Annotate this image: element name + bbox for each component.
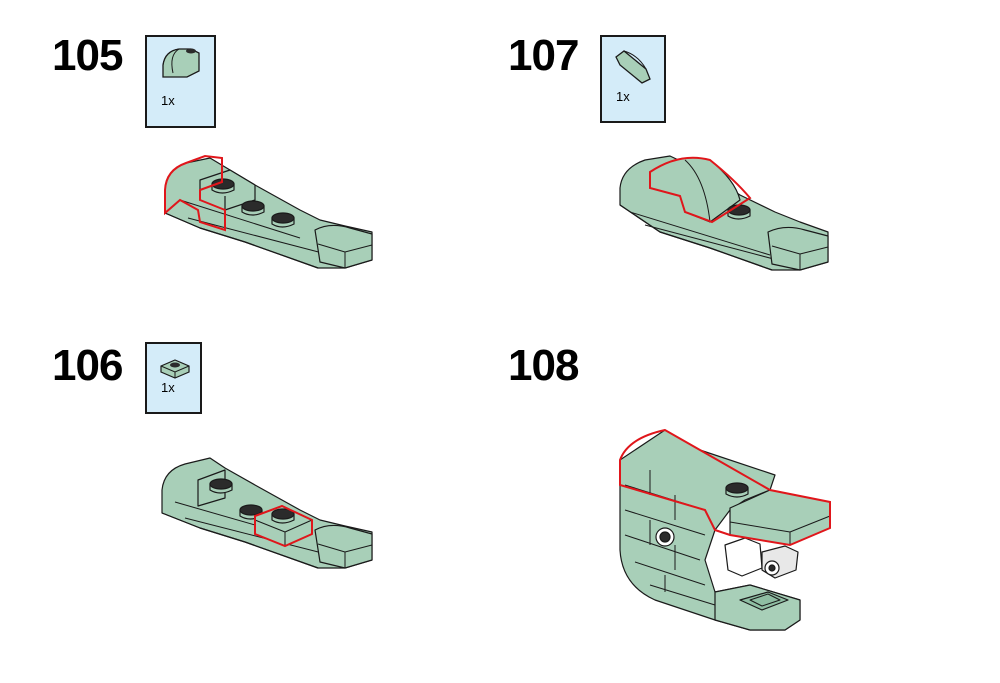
assembly-model	[619, 428, 831, 631]
step-107: 107 1x	[500, 0, 1000, 330]
part-quantity: 1x	[161, 380, 175, 395]
assembly-model	[164, 154, 373, 269]
curved-slope-brick-icon	[162, 48, 200, 78]
step-number: 108	[508, 341, 579, 390]
parts-callout: 1x	[600, 35, 666, 123]
step-number: 106	[52, 341, 123, 390]
step-number: 107	[508, 31, 579, 80]
plate-1x1-icon	[160, 359, 190, 379]
curved-slope-icon	[615, 50, 651, 84]
assembly-model	[619, 155, 829, 271]
step-106: 106 1x	[0, 330, 500, 683]
parts-callout: 1x	[145, 342, 202, 414]
parts-callout: 1x	[145, 35, 216, 128]
part-quantity: 1x	[161, 93, 175, 108]
step-105: 105 1x	[0, 0, 500, 330]
step-number: 105	[52, 31, 123, 80]
step-108: 108	[500, 330, 1000, 683]
assembly-model	[161, 457, 373, 569]
part-quantity: 1x	[616, 89, 630, 104]
